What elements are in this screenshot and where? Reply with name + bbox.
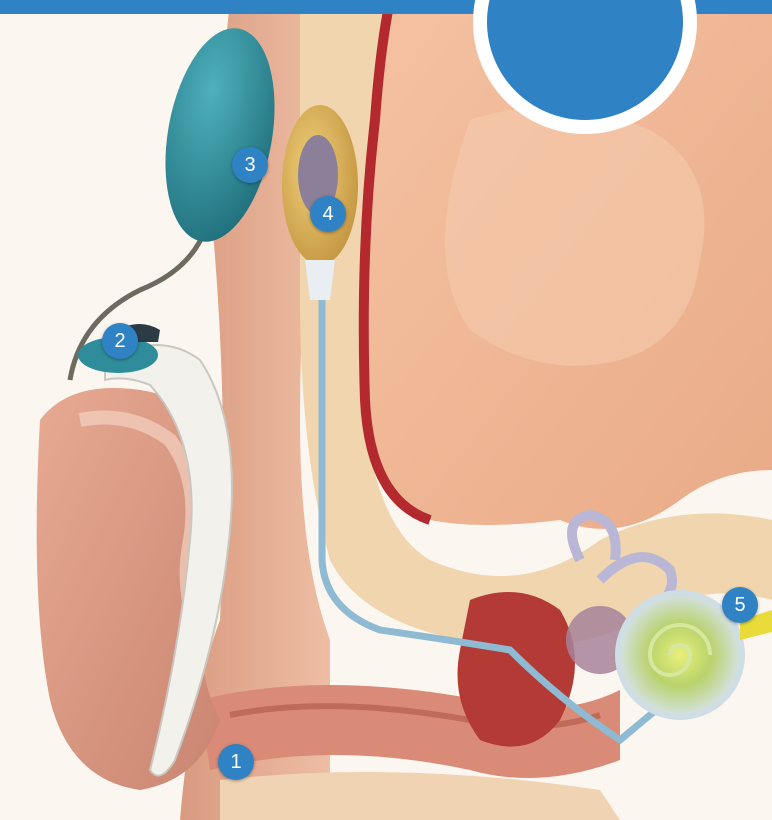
marker-1: 1 xyxy=(218,744,254,780)
marker-4: 4 xyxy=(310,196,346,232)
marker-2: 2 xyxy=(102,323,138,359)
marker-5: 5 xyxy=(722,587,758,623)
marker-3: 3 xyxy=(232,147,268,183)
brain-lobe xyxy=(445,107,704,366)
implant-tail xyxy=(305,260,335,300)
